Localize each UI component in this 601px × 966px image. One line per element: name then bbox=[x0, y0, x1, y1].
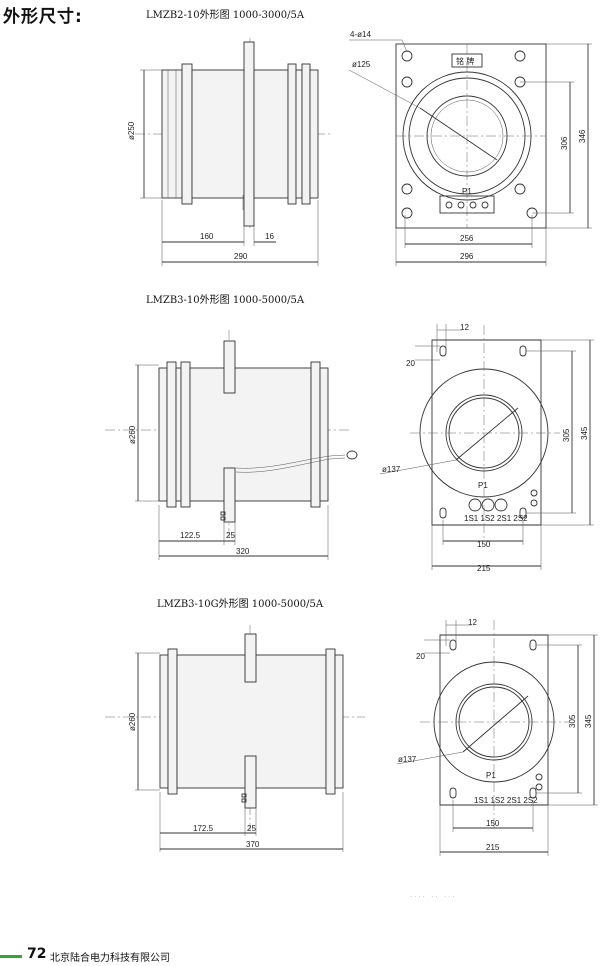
d1-side-dia: ø250 bbox=[127, 121, 136, 140]
drawing3-side-view bbox=[105, 625, 365, 852]
d2-front-slot: 12 bbox=[460, 323, 469, 332]
drawing3-front-view bbox=[396, 620, 598, 856]
faint-text: ···· ·· ··· bbox=[410, 893, 457, 901]
d1-side-total: 290 bbox=[234, 252, 248, 261]
d3-front-label: P1 bbox=[486, 771, 496, 780]
drawing-caption-2: LMZB3-10外形图 1000-5000/5A bbox=[146, 295, 305, 306]
drawing2-front-view bbox=[379, 324, 594, 570]
d2-side-dim1: 122.5 bbox=[180, 531, 201, 540]
d2-front-h1: 305 bbox=[562, 428, 571, 442]
d3-front-top: 20 bbox=[416, 652, 425, 661]
drawing1-side-view bbox=[135, 38, 330, 266]
d1-front-h1: 306 bbox=[560, 136, 569, 150]
d3-front-slot: 12 bbox=[468, 618, 477, 627]
d2-front-width: 150 bbox=[477, 540, 491, 549]
d3-front-terminals: 1S1 1S2 2S1 2S2 bbox=[474, 796, 538, 805]
company-name: 北京陆合电力科技有限公司 bbox=[50, 953, 170, 964]
d3-side-dim1: 172.5 bbox=[193, 824, 214, 833]
d1-front-label: P1 bbox=[462, 187, 472, 196]
d2-side-dim2: 25 bbox=[226, 531, 235, 540]
d1-front-bore: ø125 bbox=[352, 60, 371, 69]
d1-front-width: 256 bbox=[460, 234, 474, 243]
d2-side-total: 320 bbox=[236, 547, 250, 556]
d1-front-h2: 346 bbox=[578, 129, 587, 143]
drawing2-side-view bbox=[105, 330, 358, 560]
drawing-caption-1: LMZB2-10外形图 1000-3000/5A bbox=[146, 10, 305, 21]
d3-side-dia: ø260 bbox=[128, 712, 137, 731]
d3-front-bore: ø137 bbox=[398, 755, 417, 764]
d2-front-terminals: 1S1 1S2 2S1 2S2 bbox=[464, 514, 528, 523]
d2-front-label: P1 bbox=[478, 481, 488, 490]
page-title: 外形尺寸: bbox=[3, 7, 83, 27]
d2-front-h2: 345 bbox=[580, 426, 589, 440]
d1-front-plate: 铭 牌 bbox=[456, 56, 474, 66]
d1-side-dim1: 160 bbox=[200, 232, 214, 241]
d3-side-dim2: 25 bbox=[247, 824, 256, 833]
d3-front-outer-width: 215 bbox=[486, 843, 500, 852]
d2-side-dia: ø260 bbox=[128, 425, 137, 444]
d3-front-h2: 345 bbox=[584, 714, 593, 728]
d3-front-h1: 305 bbox=[568, 714, 577, 728]
d2-front-top: 20 bbox=[406, 359, 415, 368]
d2-front-bore: ø137 bbox=[382, 465, 401, 474]
drawing1-front-view bbox=[348, 39, 592, 266]
d1-side-dim2: 16 bbox=[265, 232, 274, 241]
d1-front-outer-width: 296 bbox=[460, 252, 474, 261]
d3-side-total: 370 bbox=[246, 840, 260, 849]
d2-front-outer-width: 215 bbox=[477, 564, 491, 573]
drawing-caption-3: LMZB3-10G外形图 1000-5000/5A bbox=[157, 599, 324, 610]
page-number: 72 bbox=[27, 946, 47, 962]
d3-front-width: 150 bbox=[486, 819, 500, 828]
d1-front-holes: 4-ø14 bbox=[350, 30, 371, 39]
footer-accent-bar bbox=[0, 955, 22, 958]
